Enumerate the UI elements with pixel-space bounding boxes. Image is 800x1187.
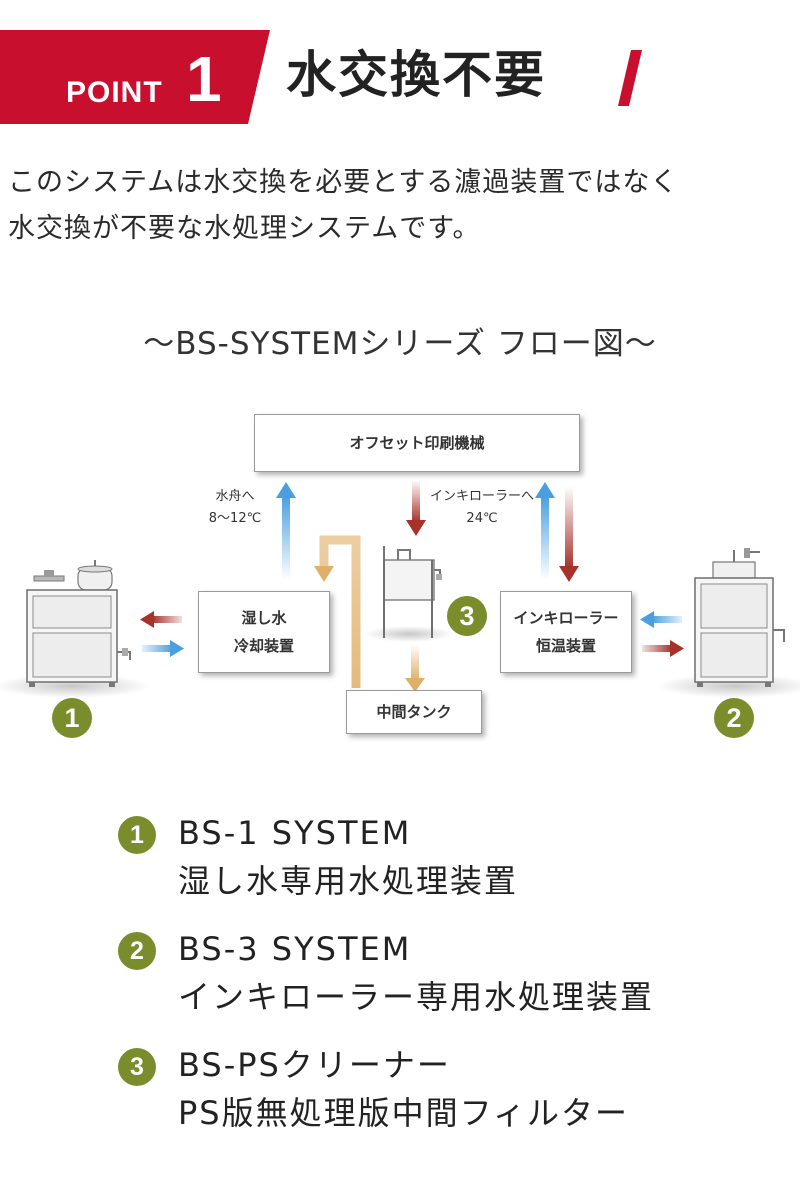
- intermediate-tank-label: 中間タンク: [376, 703, 452, 721]
- ink-roller-thermo-label-1: インキローラー: [513, 609, 619, 627]
- offset-press-label: オフセット印刷機械: [349, 434, 485, 452]
- flow-diagram-graphics: [0, 480, 800, 698]
- arrow-bs3-to-chiller: [640, 611, 682, 628]
- title-slash-accent: [618, 50, 642, 106]
- bs-ps-cleaner-illustration: [365, 546, 453, 642]
- arrow-cold-to-press-left: [276, 482, 296, 580]
- flow-diagram: オフセット印刷機械 湿し水 冷却装置 インキローラー 恒温装置 中間タンク 水舟…: [0, 390, 800, 770]
- ink-label-line-1: インキローラーへ: [429, 489, 534, 504]
- dampening-cooler-label-2: 冷却装置: [233, 637, 294, 655]
- point-number: 1: [186, 43, 222, 115]
- intro-line-1: このシステムは水交換を必要とする濾過装置ではなく: [8, 167, 679, 198]
- badge-2: 2: [714, 698, 754, 738]
- legend-product-name: BS-3 SYSTEM: [178, 930, 412, 968]
- point-label: POINT: [66, 76, 163, 109]
- badge-1: 1: [52, 698, 92, 738]
- arrow-bs1-to-dampening: [142, 640, 184, 657]
- arrow-press-to-chiller: [559, 486, 579, 582]
- legend-product-desc: PS版無処理版中間フィルター: [178, 1094, 629, 1132]
- legend-product-name: BS-PSクリーナー: [178, 1046, 451, 1084]
- page-title: 水交換不要: [286, 46, 546, 104]
- intermediate-tank-box: 中間タンク: [346, 690, 482, 734]
- fountain-destination-label: 水舟へ 8～12℃: [196, 486, 274, 530]
- intro-text: このシステムは水交換を必要とする濾過装置ではなく 水交換が不要な水処理システムで…: [8, 160, 798, 252]
- legend-badge-3: 3: [118, 1048, 156, 1086]
- legend-product-desc: 湿し水専用水処理装置: [178, 862, 519, 900]
- fountain-temp-label: 8～12℃: [208, 511, 262, 526]
- ink-roller-destination-label: インキローラーへ 24℃: [422, 486, 542, 530]
- legend-badge-2: 2: [118, 932, 156, 970]
- legend-product-name: BS-1 SYSTEM: [178, 814, 412, 852]
- point-banner: [0, 30, 270, 124]
- legend-badge-1: 1: [118, 816, 156, 854]
- dampening-cooler-box: 湿し水 冷却装置: [198, 591, 330, 673]
- arrow-dampening-to-bs1: [140, 611, 182, 628]
- arrow-tank-to-dampening: [314, 535, 361, 688]
- intro-line-2: 水交換が不要な水処理システムです。: [8, 213, 481, 244]
- arrow-press-to-cleaner: [406, 480, 426, 536]
- ink-roller-thermo-box: インキローラー 恒温装置: [500, 591, 632, 673]
- legend-product-desc: インキローラー専用水処理装置: [178, 978, 655, 1016]
- bs1-machine-illustration: [0, 560, 150, 698]
- ink-temp-label: 24℃: [466, 511, 498, 526]
- arrow-chiller-to-bs3: [642, 640, 684, 657]
- fountain-label-line-1: 水舟へ: [215, 489, 255, 504]
- offset-press-box: オフセット印刷機械: [254, 414, 580, 472]
- arrow-cold-to-press-right: [535, 482, 555, 580]
- badge-3: 3: [447, 596, 487, 636]
- arrow-cleaner-to-tank: [405, 644, 425, 692]
- flow-diagram-title: ～BS-SYSTEMシリーズ フロー図～: [143, 326, 657, 362]
- bs3-machine-illustration: [657, 548, 800, 698]
- dampening-cooler-label-1: 湿し水: [241, 609, 287, 627]
- ink-roller-thermo-label-2: 恒温装置: [535, 637, 596, 655]
